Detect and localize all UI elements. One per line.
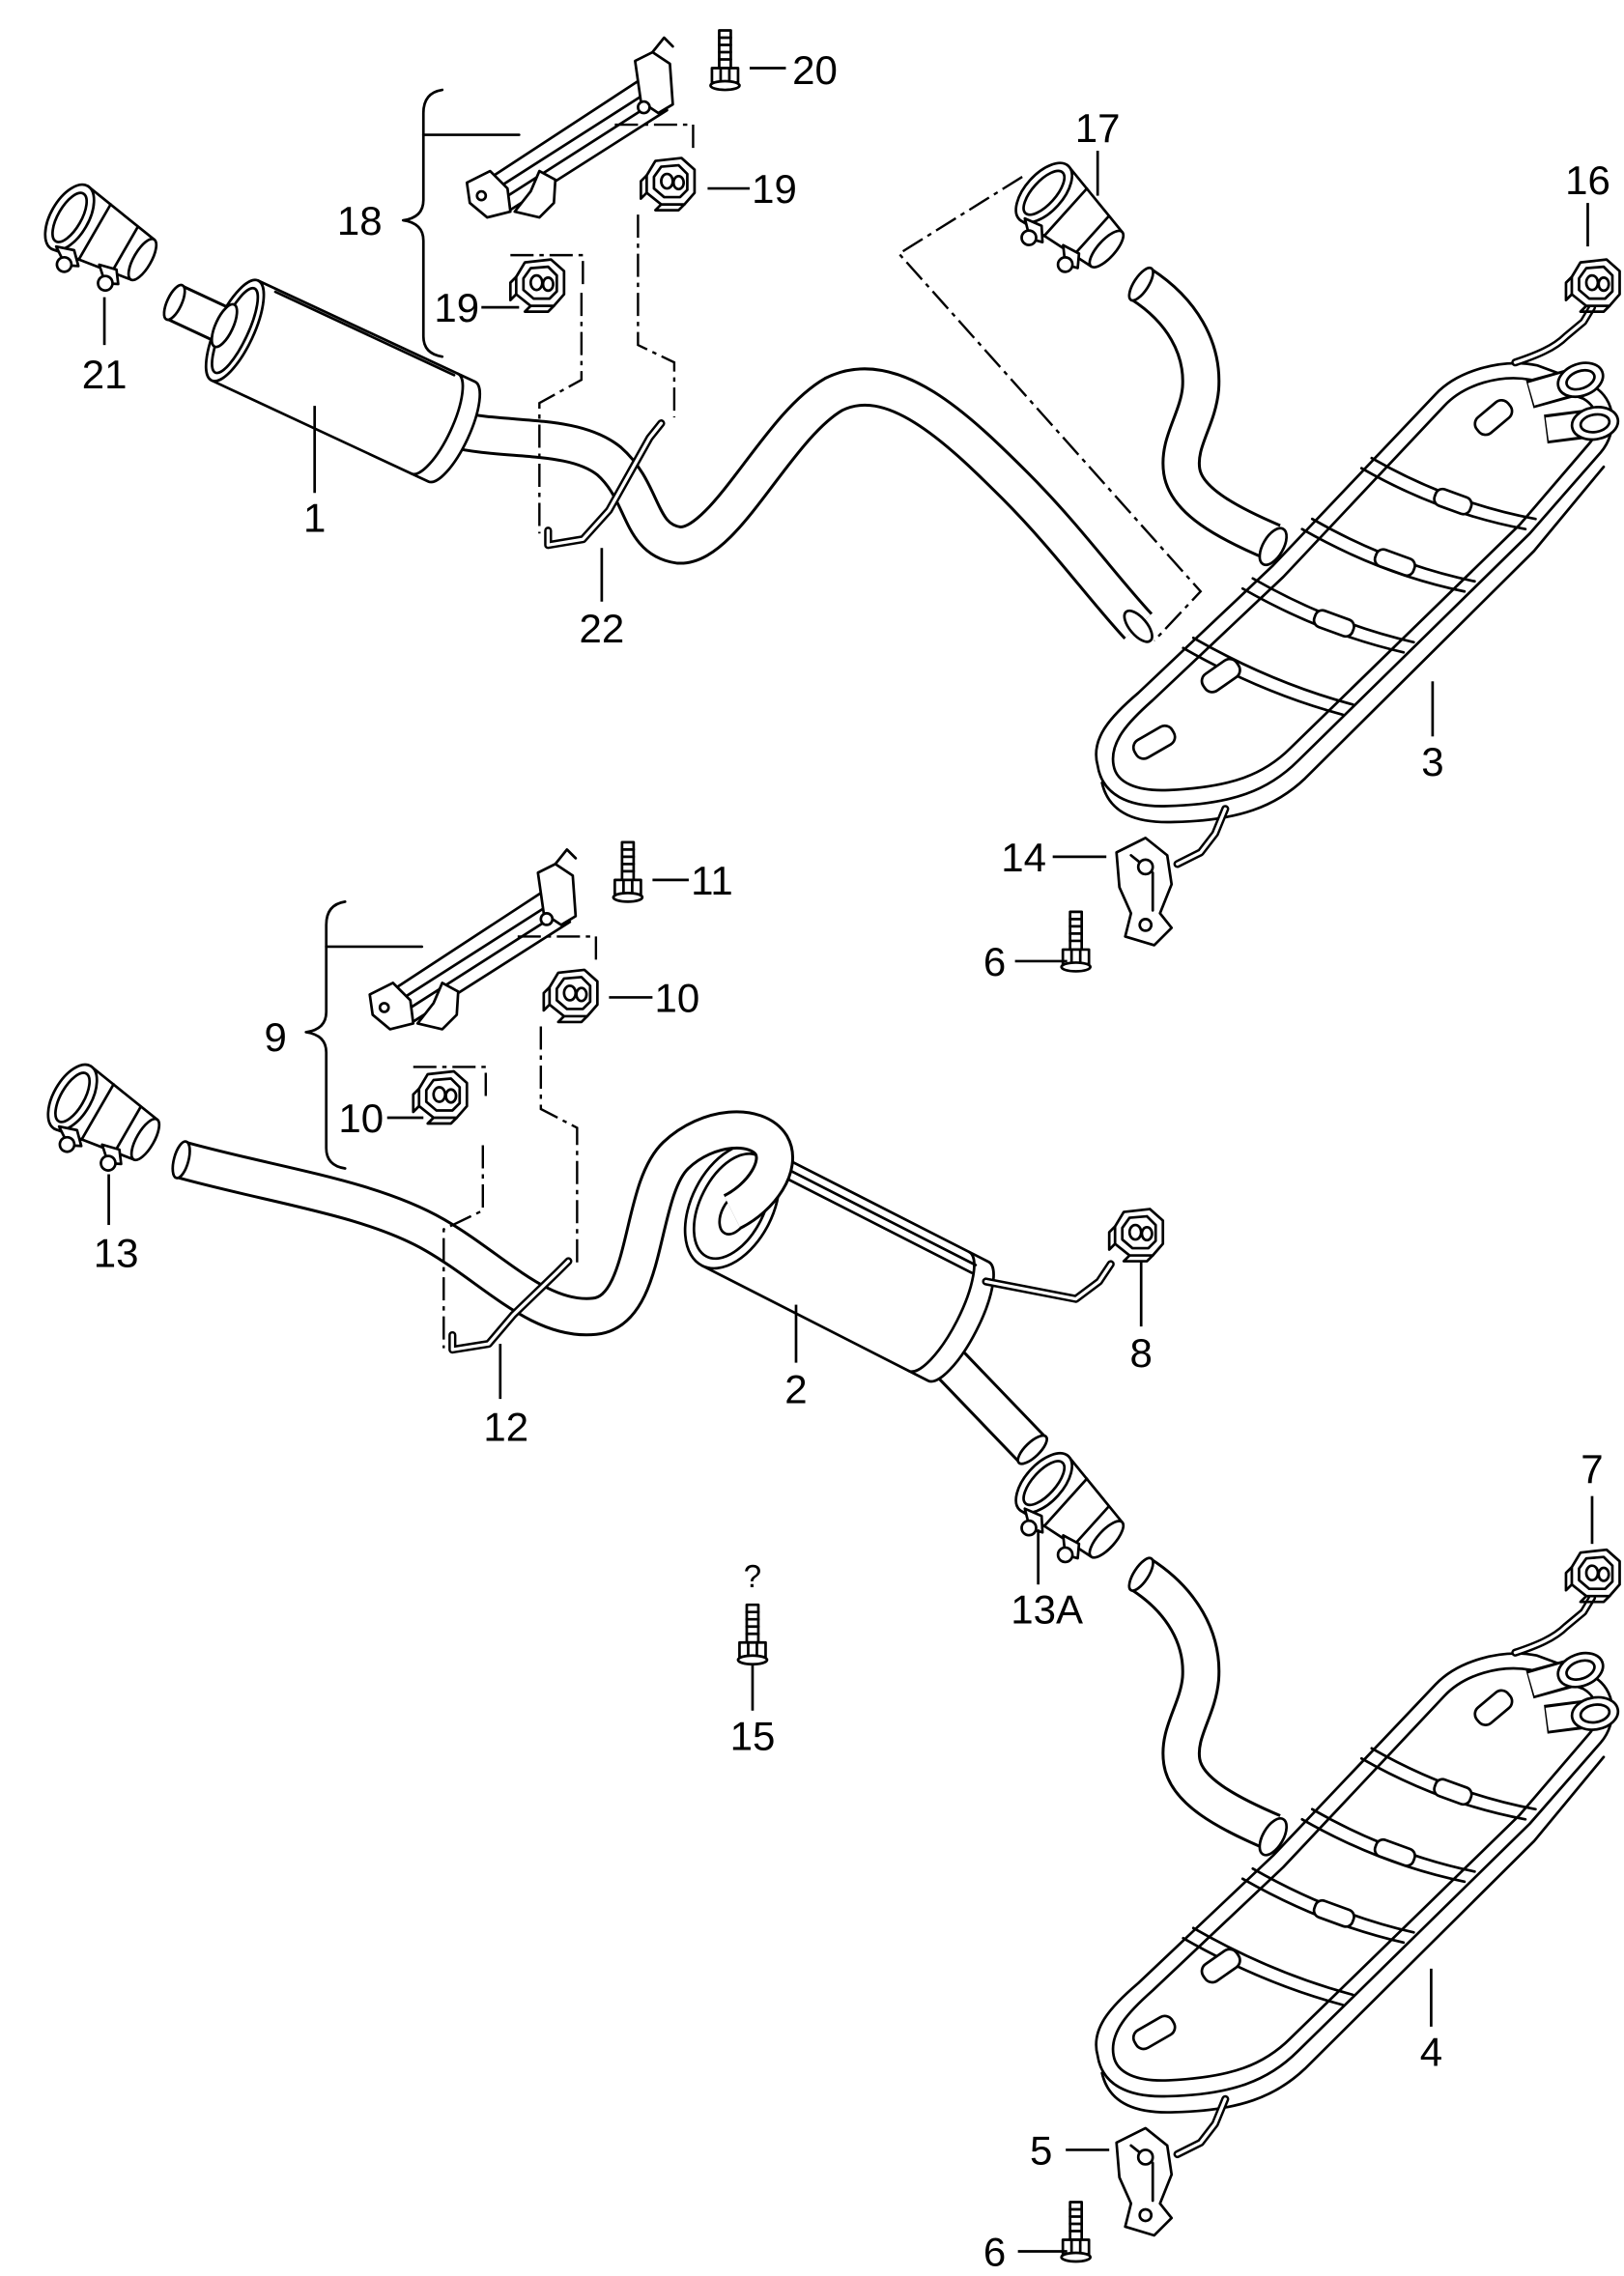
- rear-assembly-lower: [996, 1443, 1621, 2262]
- rubber-hanger: [1107, 1208, 1165, 1263]
- callout-6: 6: [983, 2229, 1006, 2274]
- rubber-hanger: [508, 258, 566, 313]
- tail-pipes: [1525, 361, 1620, 444]
- callout-question-mark: ?: [744, 1558, 761, 1594]
- rear-inlet-pipe: [1125, 265, 1273, 543]
- rear-bracket: [1115, 837, 1174, 947]
- callout-12: 12: [483, 1405, 528, 1450]
- callout-labels: 20 17 16 18 19 19 21 1 22 3 14 11 6 9 10…: [82, 47, 1610, 2274]
- rubber-hanger: [640, 156, 697, 212]
- rear-assembly-upper: [994, 152, 1621, 973]
- callout-7: 7: [1581, 1446, 1603, 1492]
- callout-4: 4: [1420, 2029, 1442, 2074]
- callout-13: 13: [94, 1231, 139, 1276]
- callout-15: 15: [730, 1713, 776, 1758]
- rubber-hanger: [1564, 258, 1621, 313]
- callout-10: 10: [338, 1095, 384, 1141]
- callout-8: 8: [1130, 1330, 1153, 1376]
- front-pipe-lower: [169, 1130, 774, 1317]
- hanger-dash-lines-upper: [538, 176, 1203, 642]
- callout-2: 2: [784, 1367, 807, 1412]
- hanger-hook: [544, 419, 666, 550]
- callout-10: 10: [655, 975, 700, 1020]
- front-pipe-clamp: [29, 1055, 173, 1189]
- callout-11: 11: [691, 858, 733, 903]
- bracket-assembly-upper: [401, 29, 741, 358]
- hanger-hook: [448, 1257, 573, 1354]
- bracket-brace: [401, 88, 444, 358]
- callout-17: 17: [1075, 105, 1121, 151]
- center-muffler: [683, 1142, 995, 1383]
- front-pipe-clamp: [26, 175, 170, 309]
- leader-lines: [102, 67, 1594, 2253]
- callout-14: 14: [1001, 835, 1046, 880]
- mounting-bracket: [465, 36, 674, 219]
- callout-9: 9: [264, 1014, 286, 1060]
- callout-16: 16: [1565, 157, 1610, 203]
- callout-18: 18: [337, 198, 383, 243]
- callout-19: 19: [752, 166, 797, 212]
- hanger-rod: [1173, 805, 1230, 868]
- callout-22: 22: [580, 606, 625, 651]
- bolt: [736, 1603, 769, 1666]
- callout-5: 5: [1030, 2127, 1052, 2173]
- callout-3: 3: [1421, 739, 1443, 784]
- hanger-rod: [982, 1260, 1115, 1303]
- bolt: [709, 29, 741, 92]
- callout-20: 20: [792, 47, 838, 93]
- callout-19: 19: [434, 285, 479, 330]
- callout-1: 1: [303, 496, 326, 541]
- callout-13a: 13A: [1011, 1587, 1083, 1633]
- rear-pipe-clamp: [994, 152, 1139, 295]
- center-pipe-upper: [452, 387, 1156, 646]
- middle-outlet-pipe: [928, 1341, 1051, 1467]
- hanger-dash-lines-lower: [442, 1026, 579, 1349]
- front-muffler: [162, 278, 482, 484]
- rear-muffler: [1095, 361, 1614, 824]
- pipe-collar: [1258, 526, 1289, 567]
- callout-6: 6: [983, 939, 1006, 984]
- hanger-rod: [1511, 303, 1597, 367]
- callout-21: 21: [82, 352, 128, 397]
